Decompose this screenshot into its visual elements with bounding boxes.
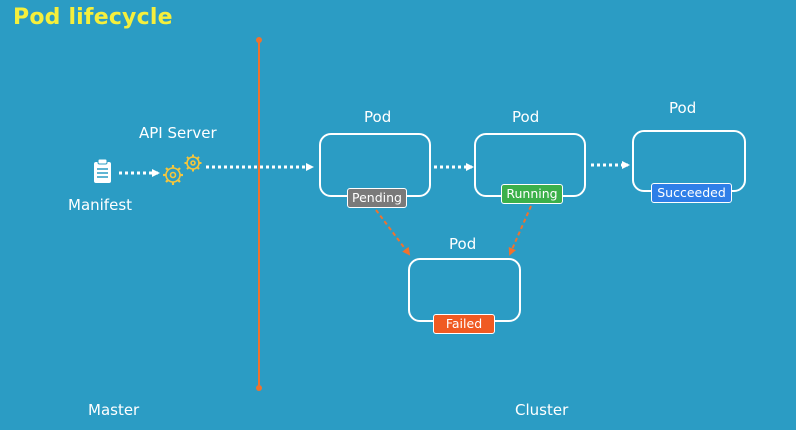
master-label: Master — [88, 401, 140, 419]
pod-label-failed: Pod — [449, 235, 477, 253]
pod-failed — [408, 258, 521, 322]
status-badge-pending: Pending — [347, 188, 407, 208]
divider-bottom-dot — [256, 385, 262, 391]
pod-label-succeeded: Pod — [669, 99, 697, 117]
cluster-label: Cluster — [515, 401, 569, 419]
pod-label-running: Pod — [512, 108, 540, 126]
page-title: Pod lifecycle — [13, 5, 173, 30]
status-badge-failed: Failed — [433, 314, 495, 334]
status-badge-running: Running — [501, 184, 563, 204]
api-server-label: API Server — [139, 124, 217, 142]
gears-icon — [163, 154, 202, 185]
arrow-pending-to-failed — [375, 209, 411, 256]
pod-label-pending: Pod — [364, 108, 392, 126]
divider-top-dot — [256, 37, 262, 43]
arrow-running-to-failed — [508, 205, 532, 256]
status-badge-succeeded: Succeeded — [651, 183, 732, 203]
clipboard-icon — [94, 158, 111, 183]
manifest-label: Manifest — [68, 196, 133, 214]
